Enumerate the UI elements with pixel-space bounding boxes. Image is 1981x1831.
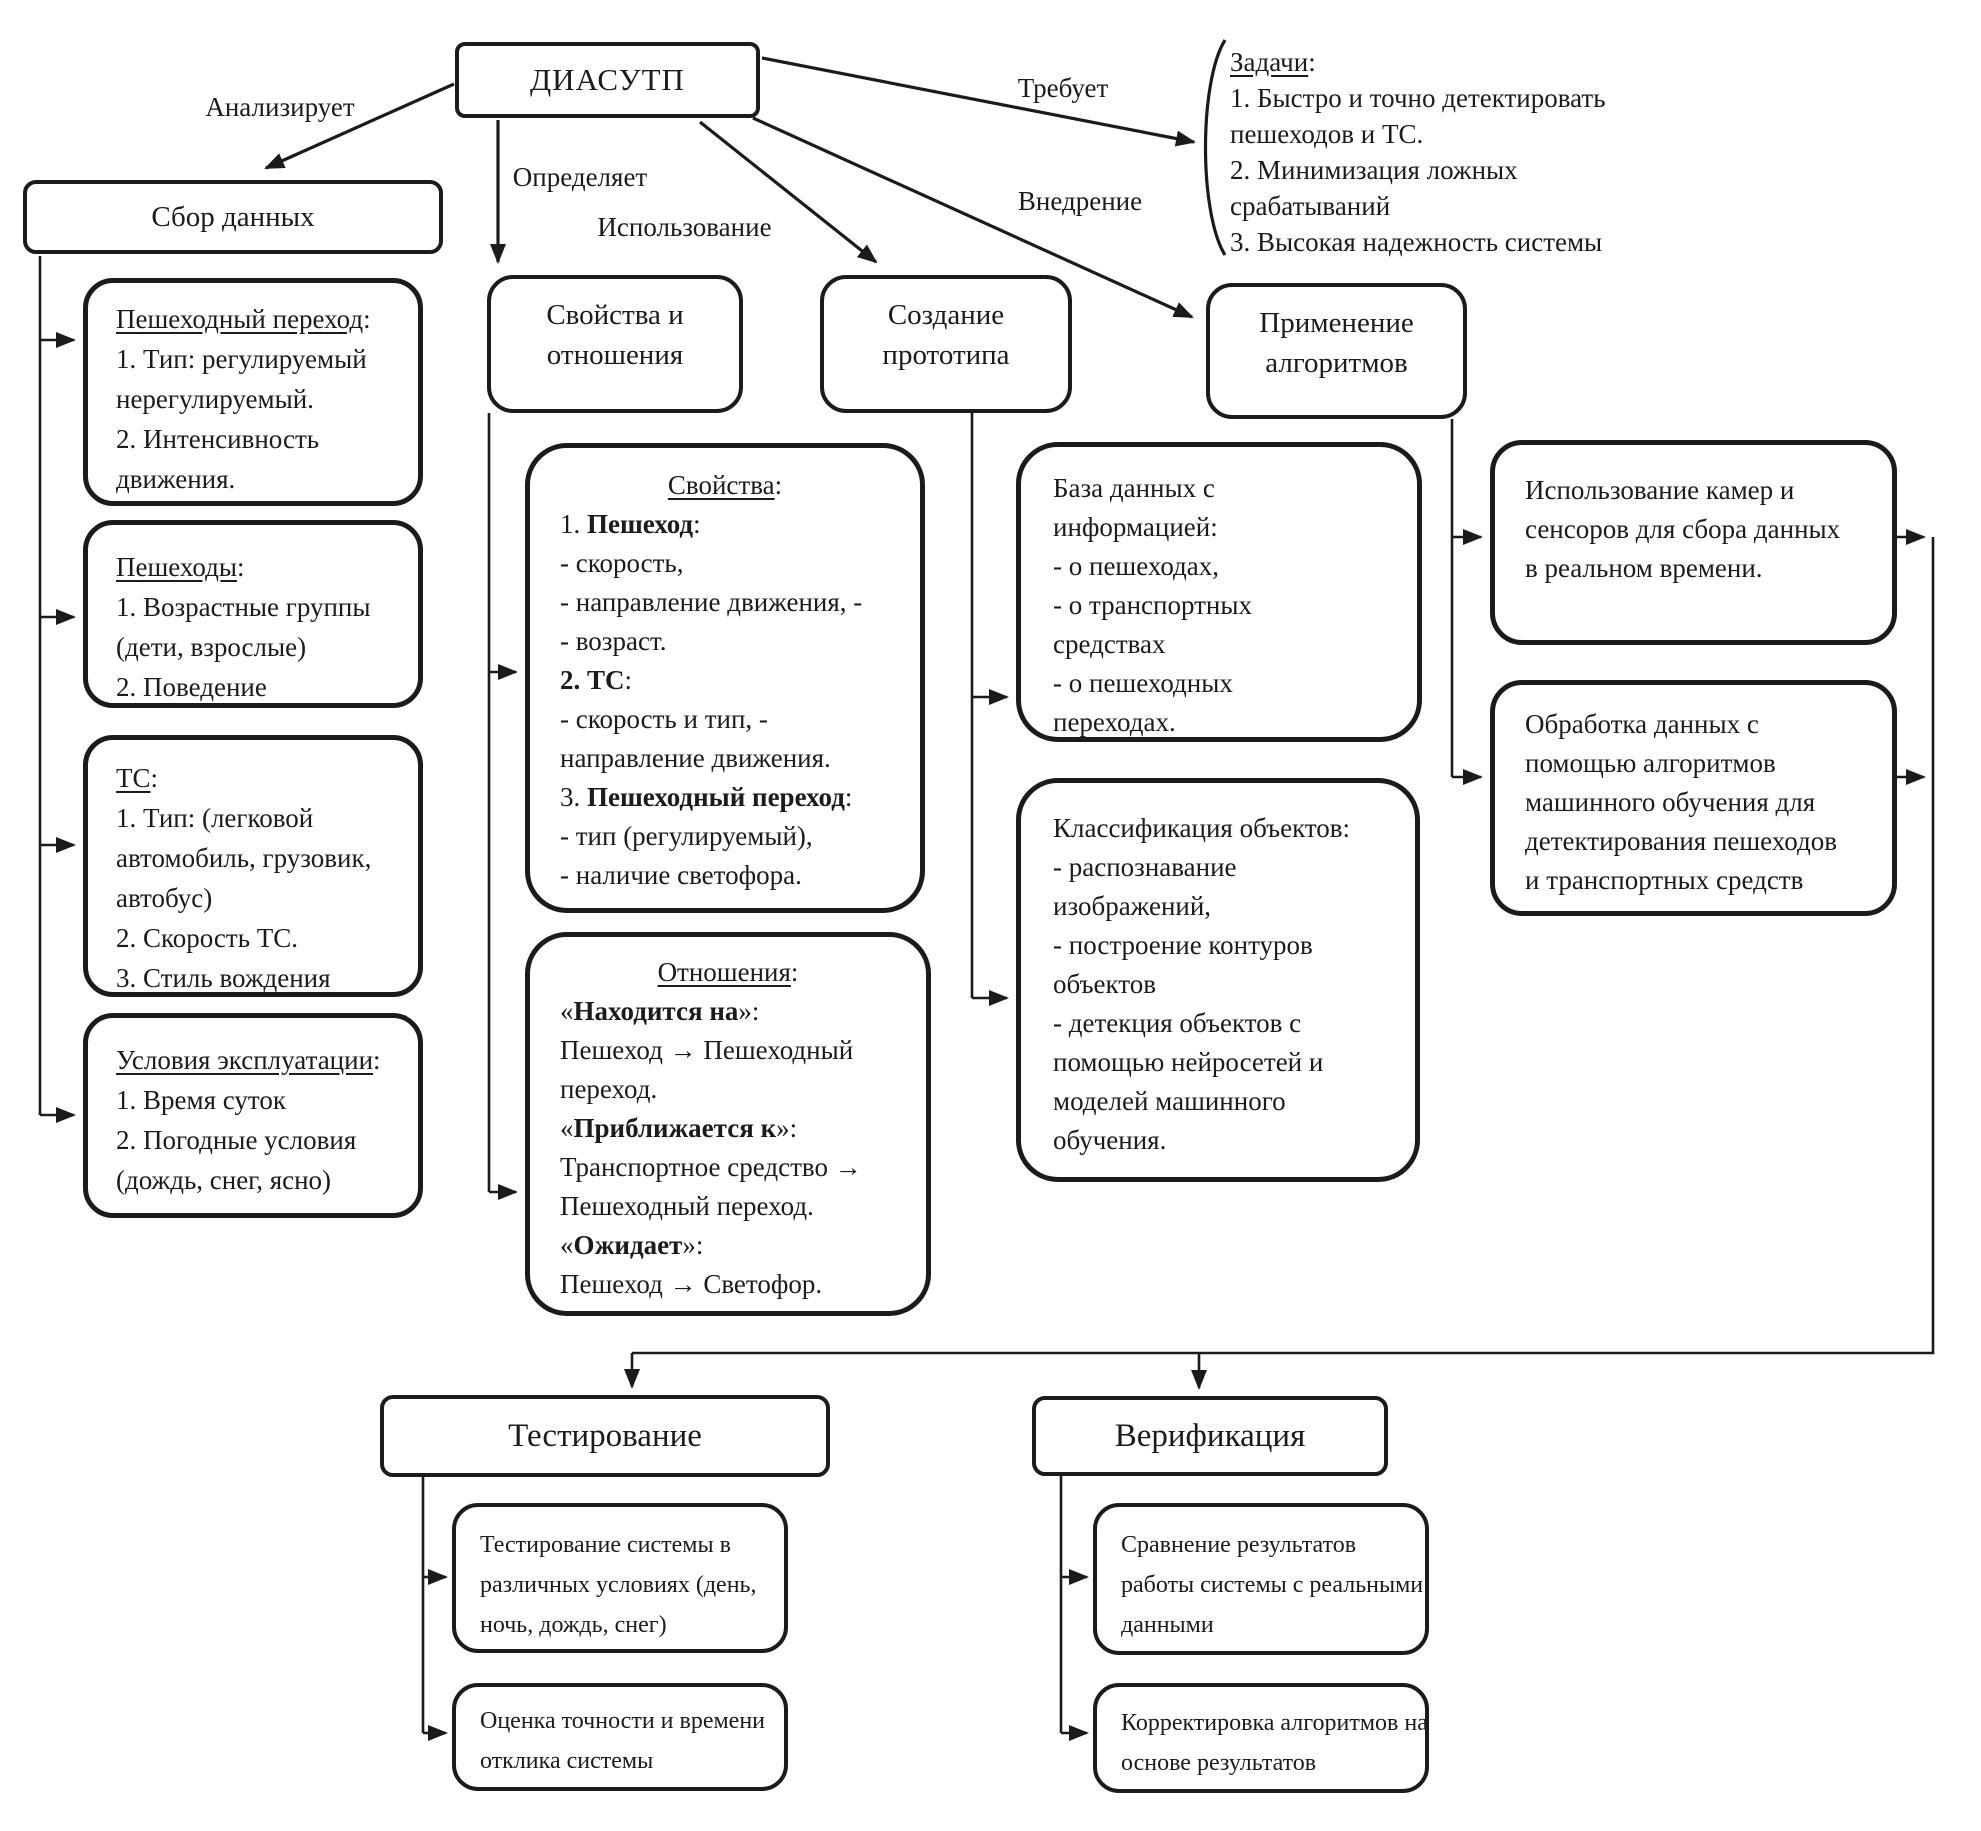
edge-label-defines: Определяет <box>512 162 648 192</box>
edge-implementation-arrow <box>752 116 1194 319</box>
tasks-bracket <box>1203 39 1227 256</box>
edge-label-analyzes: Анализирует <box>205 92 355 122</box>
node-obrabotka-dannykh: Обработка данных с помощью алгоритмов ма… <box>1490 680 1897 916</box>
node-ispolzovanie-kamer: Использование камер и сенсоров для сбора… <box>1490 440 1897 645</box>
node-sravnenie-rezultatov: Сравнение результатов работы системы с р… <box>1093 1503 1429 1655</box>
node-usloviya-ekspluatatsii: Условия эксплуатации: 1. Время суток 2. … <box>83 1013 423 1218</box>
edge-requires-arrow <box>761 56 1196 147</box>
tasks-item: срабатываний <box>1230 191 1391 221</box>
tasks-title: Задачи: <box>1230 47 1316 77</box>
edge-label-requires: Требует <box>1017 73 1109 103</box>
edge-label-usage: Использование <box>597 212 772 242</box>
node-peshekhody: Пешеходы: 1. Возрастные группы (дети, вз… <box>83 520 423 708</box>
edge-analyzes-arrow <box>264 82 455 170</box>
edge-usage-arrow <box>699 120 878 264</box>
node-line: отношения <box>546 339 684 371</box>
node-svoistva: Свойства: 1. Пешеход: - скорость, - напр… <box>525 443 925 913</box>
node-klassifikatsiya-obektov: Классификация объектов: - распознавание … <box>1016 778 1420 1182</box>
tasks-item: пешеходов и ТС. <box>1230 119 1424 149</box>
node-korrektirovka-algoritmov: Корректировка алгоритмов на основе резул… <box>1093 1683 1429 1793</box>
node-verifikatsiya: Верификация <box>1032 1396 1388 1476</box>
node-baza-dannykh: База данных с информацией: - о пешеходах… <box>1016 442 1422 742</box>
node-testirovanie-sistemy: Тестирование системы в различных условия… <box>452 1503 788 1653</box>
tasks-item: 2. Минимизация ложных <box>1230 155 1518 185</box>
node-line: Создание <box>887 299 1005 331</box>
node-sbor-dannykh: Сбор данных <box>23 180 443 254</box>
node-otsenka-tochnosti: Оценка точности и времени отклика систем… <box>452 1683 788 1791</box>
node-sozdanie-prototipa: Создание прототипа <box>820 275 1072 413</box>
node-otnosheniya: Отношения: «Находится на»: Пешеход → Пеш… <box>525 932 931 1316</box>
tasks-list: Задачи: 1. Быстро и точно детектировать … <box>1230 44 1606 260</box>
node-line: алгоритмов <box>1265 347 1408 379</box>
node-line: Свойства и <box>546 299 684 331</box>
node-ts: ТС: 1. Тип: (легковой автомобиль, грузов… <box>83 735 423 997</box>
node-svoistva-i-otnosheniya: Свойства и отношения <box>487 275 743 413</box>
node-primenenie-algoritmov: Применение алгоритмов <box>1206 283 1467 419</box>
node-line: Применение <box>1259 307 1414 339</box>
collector-line <box>632 537 1935 1355</box>
tasks-item: 1. Быстро и точно детектировать <box>1230 83 1606 113</box>
node-peshekhodny-perekhod: Пешеходный переход: 1. Тип: регулируемый… <box>83 278 423 506</box>
edge-label-implementation: Внедрение <box>1017 186 1143 216</box>
node-line: прототипа <box>882 339 1010 371</box>
tasks-item: 3. Высокая надежность системы <box>1230 227 1603 257</box>
node-diasutp: ДИАСУТП <box>455 42 760 118</box>
node-testirovanie: Тестирование <box>380 1395 830 1477</box>
